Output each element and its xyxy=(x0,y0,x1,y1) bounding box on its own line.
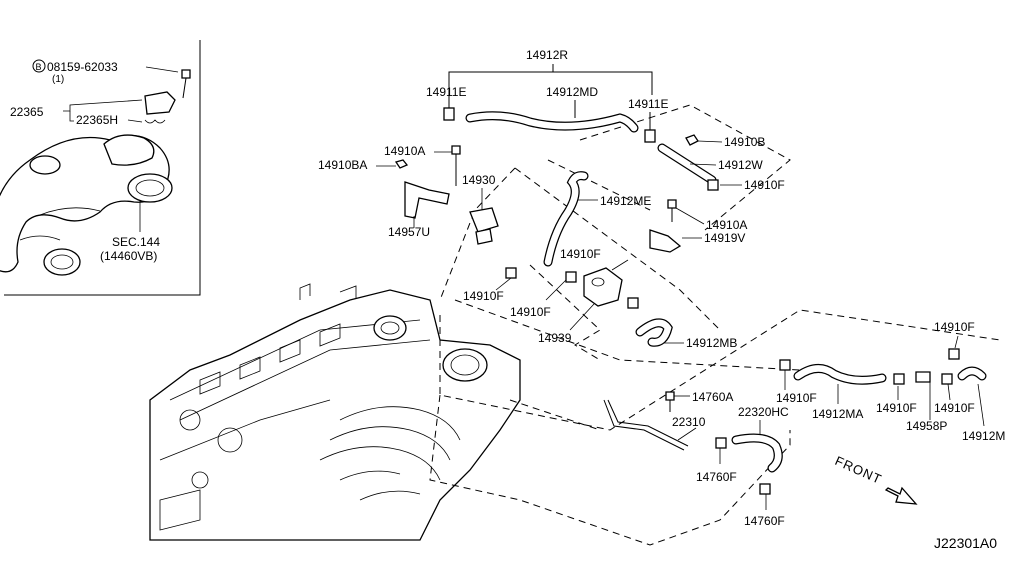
callout-14910a-2: 14910A xyxy=(384,144,425,158)
callout-22365: 22365 xyxy=(10,105,44,119)
callout-14910ba: 14910BA xyxy=(318,158,367,172)
callout-14912r: 14912R xyxy=(526,48,568,62)
bolt-symbol-icon xyxy=(32,59,46,73)
clamp-14760f-1 xyxy=(715,437,727,449)
callout-14910f-6: 14910F xyxy=(776,391,817,405)
callout-14760a: 14760A xyxy=(692,390,733,404)
bolt-14760a xyxy=(665,391,675,401)
clamp-14760f-2 xyxy=(759,483,771,495)
front-indicator: FRONT xyxy=(833,453,918,505)
upper-right-parts: 14910B 14912W 14910F 14910A 14919V xyxy=(649,134,785,253)
valve-14939 xyxy=(583,267,623,307)
callout-14939: 14939 xyxy=(538,331,572,345)
callout-14911e-b: 14911E xyxy=(628,97,668,111)
clamp-14911e-b xyxy=(644,129,656,143)
callout-14910f-5: 14910F xyxy=(934,320,975,334)
hose-group-14912r: 14912R 14911E 14912MD 14911E xyxy=(426,48,668,143)
clamp-14911e-a xyxy=(443,107,455,121)
callout-14910f-4: 14910F xyxy=(510,305,551,319)
callout-22320hc: 22320HC xyxy=(738,405,789,419)
bolt-14910a-2 xyxy=(451,145,461,155)
sensor-bracket xyxy=(144,91,176,115)
callout-14912mb: 14912MB xyxy=(686,336,737,350)
callout-14912me: 14912ME xyxy=(600,194,651,208)
callout-22365h: 22365H xyxy=(76,113,118,127)
callout-14912md: 14912MD xyxy=(546,85,598,99)
inset-air-duct: B 08159-62033 (1) 22365 22365H SEC.144 (… xyxy=(0,40,201,296)
throttle-body xyxy=(442,348,488,382)
dashed-guides xyxy=(429,104,1001,546)
callout-14930: 14930 xyxy=(462,173,496,187)
valve-14958p xyxy=(915,371,931,383)
callout-08159-qty: (1) xyxy=(52,74,64,85)
bolt-14910a-1 xyxy=(667,199,677,209)
diagram-id: J22301A0 xyxy=(934,535,997,551)
callout-14912w: 14912W xyxy=(718,158,763,172)
lower-right-parts: 14910F 14912M 14910F 14912MA 14910F 1495… xyxy=(603,320,1005,528)
callout-14910f-1: 14910F xyxy=(744,178,785,192)
callout-14910f-8: 14910F xyxy=(934,401,975,415)
nut-14910ba xyxy=(394,159,409,169)
callout-14912ma: 14912MA xyxy=(812,407,863,421)
center-left-parts: 14910A 14910BA 14930 14957U 14912ME 1491… xyxy=(318,144,737,350)
pipe-22310 xyxy=(603,399,685,451)
clamp-14910f-7 xyxy=(893,373,905,385)
callout-08159-62033: 08159-62033 xyxy=(47,60,118,74)
oil-filler-cap xyxy=(373,315,407,341)
callout-14760f-2: 14760F xyxy=(744,514,785,528)
callout-14957u: 14957U xyxy=(388,225,430,239)
callout-14760f-1: 14760F xyxy=(696,470,737,484)
valve-14930 xyxy=(469,207,499,233)
callout-14910b: 14910B xyxy=(724,135,765,149)
callout-14910f-3: 14910F xyxy=(560,247,601,261)
front-arrow-icon xyxy=(884,486,918,505)
callout-14460vb: (14460VB) xyxy=(100,249,157,263)
clamp-14910f-8 xyxy=(941,373,953,385)
bolt-symbol-letter: B xyxy=(36,62,42,72)
clamp-14910f-1 xyxy=(707,179,719,191)
clamp-14939 xyxy=(627,297,639,309)
bracket-14957u xyxy=(404,181,450,219)
bracket-14919v xyxy=(649,229,682,253)
nut-14910b xyxy=(685,134,699,146)
clamp-14910f-2 xyxy=(505,267,517,279)
bolt-icon xyxy=(181,69,191,79)
callout-14910f-2: 14910F xyxy=(463,289,504,303)
clamp-14910f-6 xyxy=(779,359,791,371)
callout-14910f-7: 14910F xyxy=(876,401,917,415)
callout-14911e-a: 14911E xyxy=(426,85,466,99)
callout-14910a-1: 14910A xyxy=(706,218,747,232)
callout-sec144: SEC.144 xyxy=(112,235,160,249)
callout-14919v: 14919V xyxy=(704,231,745,245)
callout-14958p: 14958P xyxy=(906,419,947,433)
clamp-14910f-3 xyxy=(565,271,577,283)
callout-14912m: 14912M xyxy=(962,429,1005,443)
engine-assembly xyxy=(149,283,521,541)
clamp-14910f-5 xyxy=(948,348,960,360)
front-label: FRONT xyxy=(833,453,885,487)
callout-22310: 22310 xyxy=(672,415,706,429)
